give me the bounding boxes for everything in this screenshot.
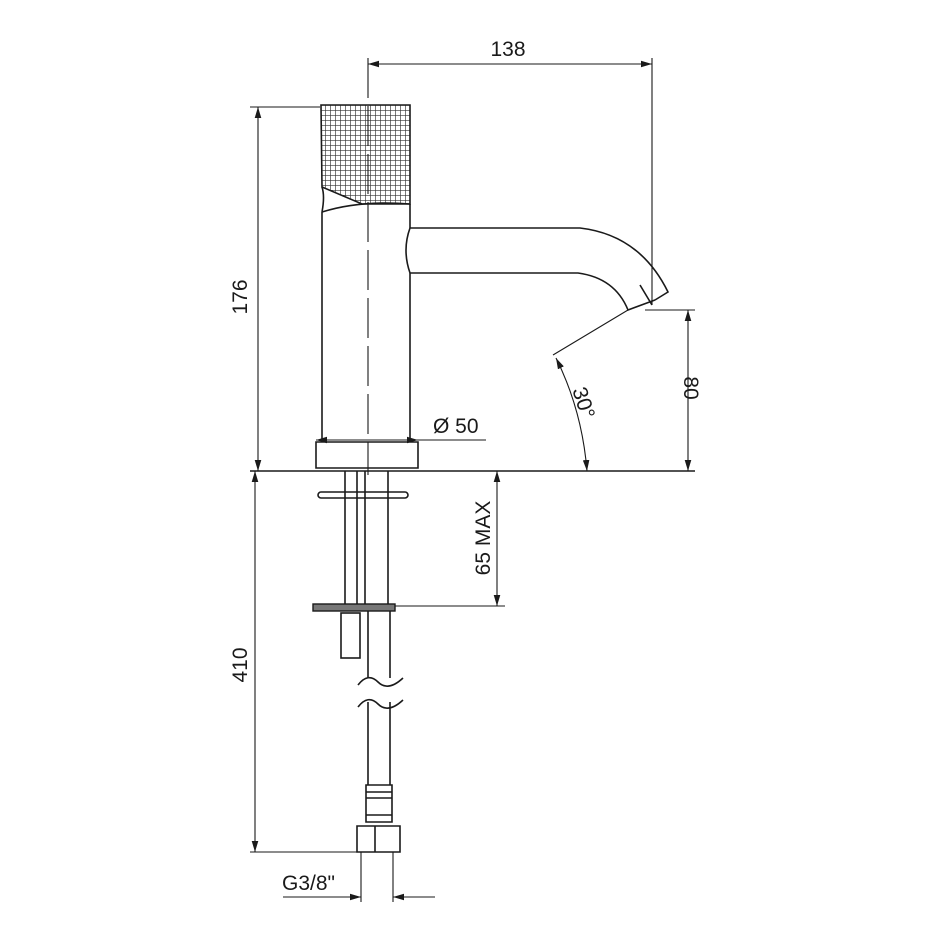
dim-label-diameter: Ø 50 (433, 415, 479, 438)
dimensions: 138 176 Ø 50 80 30° 65 MAX (229, 38, 702, 902)
dim-label-138: 138 (490, 38, 525, 61)
dim-spout-reach: 138 (368, 38, 653, 305)
spout (405, 227, 670, 312)
flexible-hose (367, 611, 391, 785)
dim-total-height: 176 (229, 106, 320, 471)
connection-nut (356, 825, 401, 853)
faucet-body (250, 58, 695, 475)
fixing-plate (312, 603, 396, 612)
body-cap (321, 186, 411, 213)
dim-spout-height: 80 (645, 309, 702, 471)
dim-connection-thread: G3/8" (282, 852, 435, 902)
dim-label-65-max: 65 MAX (472, 501, 495, 576)
hose-ferrule (365, 784, 393, 823)
dim-label-80: 80 (679, 376, 702, 399)
dim-base-diameter: Ø 50 (316, 415, 486, 444)
dim-hose-length: 410 (229, 471, 357, 853)
dim-spout-angle: 30° (552, 309, 629, 472)
body-column (321, 204, 411, 442)
threaded-rod (344, 471, 389, 605)
dim-label-g38: G3/8" (282, 872, 335, 895)
dim-label-176: 176 (229, 279, 252, 314)
base-ring (315, 441, 419, 469)
dim-label-30deg: 30° (567, 384, 599, 421)
dim-deck-thickness: 65 MAX (395, 471, 505, 607)
washer (317, 491, 409, 499)
knurled-handle (320, 104, 411, 205)
break-symbol (357, 676, 404, 709)
dim-label-410: 410 (229, 647, 252, 682)
stud (340, 612, 361, 659)
mounting-hardware (312, 471, 409, 853)
